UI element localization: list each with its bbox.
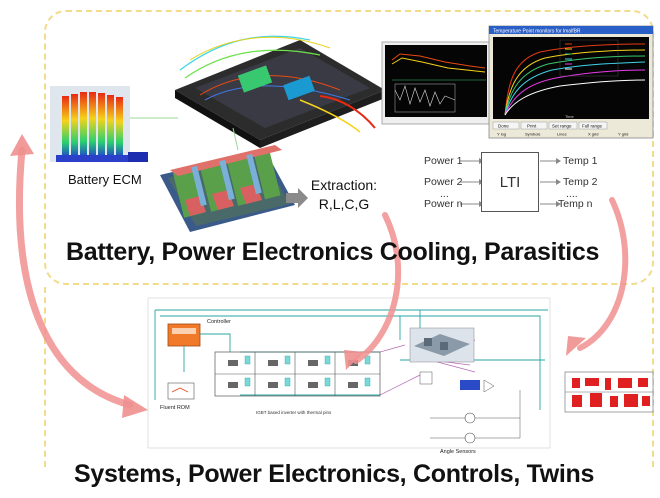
monitor-window-title: Temperature Point monitors for lmalfBR	[493, 29, 581, 35]
monitor-set-range-button[interactable]	[548, 121, 578, 130]
extraction-label-line2: R,L,C,G	[318, 196, 370, 212]
controller-label: Controller	[207, 319, 231, 325]
battery-thermal-model-image	[50, 86, 148, 162]
monitor-x-label: Time	[565, 114, 575, 119]
lti-input-ellipsis: ...	[440, 188, 449, 200]
fluent-rom-label: Fluent ROM	[160, 405, 190, 411]
extraction-label-line1: Extraction:	[310, 177, 378, 193]
monitor-done-button[interactable]	[492, 121, 520, 130]
lti-output-2: Temp 2	[563, 176, 598, 188]
fluent-rom-block[interactable]	[167, 382, 195, 400]
lti-input-1: Power 1	[424, 155, 463, 167]
monitor-full-range-button[interactable]	[578, 121, 608, 130]
monitor-full-range-label: Full range	[582, 124, 603, 129]
lti-input-2: Power 2	[424, 176, 463, 188]
flow-arrowheads	[10, 134, 586, 418]
lti-output-n: Temp n	[558, 198, 593, 210]
monitor-print-button[interactable]	[520, 121, 548, 130]
monitor-ygrid-checkbox[interactable]: Y grid	[618, 132, 628, 137]
lti-title: LTI	[499, 173, 521, 191]
monitor-xgrid-checkbox[interactable]: X grid	[588, 132, 598, 137]
lti-output-ellipsis: ....	[566, 188, 578, 200]
power-module-busbar-image	[160, 145, 295, 232]
busbar-link-line	[232, 127, 239, 151]
bottom-section-heading: Systems, Power Electronics, Controls, Tw…	[74, 460, 595, 488]
lti-output-1: Temp 1	[563, 155, 598, 167]
controller-block[interactable]	[167, 323, 201, 347]
top-section-panel	[44, 10, 654, 285]
lti-input-n: Power n	[424, 198, 463, 210]
monitor-ylog-checkbox[interactable]: Y log	[497, 132, 506, 137]
system-schematic: Controller Fluent ROM	[147, 297, 551, 455]
battery-ecm-label: Battery ECM	[68, 172, 142, 187]
monitor-done-label: Done	[498, 124, 509, 129]
monitor-print-label: Print	[527, 124, 537, 129]
inverter-caption: IGBT based inverter with thermal pins	[256, 410, 332, 415]
digital-twin-output-plot	[564, 371, 654, 413]
extraction-label: Extraction: R,L,C,G	[304, 176, 384, 214]
monitor-set-range-label: Set range	[552, 124, 572, 129]
angle-sensors-label: Angle Sensors	[440, 449, 476, 455]
lti-block: LTI	[481, 152, 539, 212]
extraction-arrow	[286, 188, 308, 208]
flow-arrows	[16, 146, 629, 409]
monitor-symbols-checkbox[interactable]: Symbols	[525, 132, 540, 137]
monitor-lines-checkbox[interactable]: Lines	[557, 132, 567, 137]
temperature-monitor-window: Temperature Point monitors for lmalfBR T…	[488, 25, 654, 139]
cooling-plate-cfd-image	[175, 35, 385, 148]
top-section-heading: Battery, Power Electronics Cooling, Para…	[66, 238, 600, 266]
temperature-plot-window-small	[381, 41, 491, 125]
